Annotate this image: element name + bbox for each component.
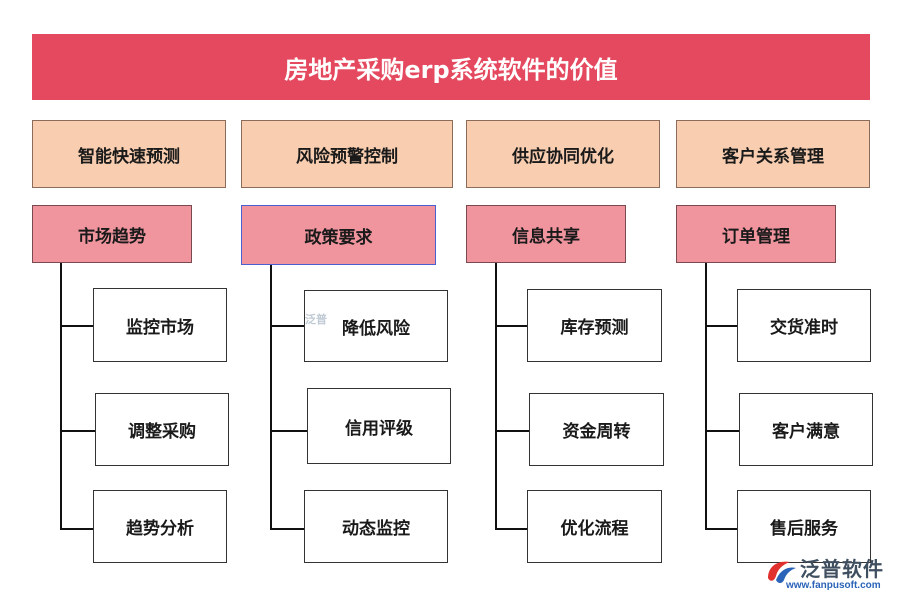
- category-box-2: 风险预警控制: [241, 120, 453, 188]
- leaf-box-1-1: 监控市场: [93, 288, 227, 362]
- diagram-title: 房地产采购erp系统软件的价值: [284, 55, 618, 84]
- category-box-1: 智能快速预测: [32, 120, 226, 188]
- category-box-4: 客户关系管理: [676, 120, 870, 188]
- connector-branch-4b: [705, 430, 739, 432]
- subcategory-box-1: 市场趋势: [32, 205, 192, 263]
- logo-name: 泛普软件: [800, 557, 884, 581]
- watermark-small: 泛普: [305, 313, 327, 326]
- leaf-box-3-3: 优化流程: [527, 490, 662, 563]
- connector-branch-3a: [495, 325, 527, 327]
- subcategory-box-2: 政策要求: [241, 205, 436, 265]
- connector-branch-1b: [60, 430, 95, 432]
- subcategory-box-3: 信息共享: [466, 205, 626, 263]
- connector-trunk-2: [270, 265, 272, 530]
- subcategory-box-4: 订单管理: [676, 205, 836, 263]
- leaf-box-1-2: 调整采购: [95, 393, 229, 466]
- brand-logo: 泛普软件 www.fanpusoft.com: [764, 552, 892, 596]
- connector-branch-3c: [495, 528, 527, 530]
- leaf-box-1-3: 趋势分析: [93, 490, 227, 563]
- leaf-box-4-2: 客户满意: [739, 393, 873, 466]
- connector-trunk-1: [60, 263, 62, 530]
- leaf-box-2-2: 信用评级: [307, 388, 451, 464]
- connector-branch-1a: [60, 325, 93, 327]
- connector-branch-2c: [270, 528, 304, 530]
- fanpu-logo-icon: [768, 561, 796, 583]
- leaf-box-2-3: 动态监控: [304, 490, 448, 563]
- connector-trunk-3: [495, 263, 497, 530]
- connector-branch-2a: [270, 325, 304, 327]
- connector-branch-4a: [705, 325, 737, 327]
- category-box-3: 供应协同优化: [466, 120, 660, 188]
- leaf-box-2-1: 降低风险: [304, 290, 448, 362]
- title-banner: 房地产采购erp系统软件的价值: [32, 34, 870, 100]
- logo-url: www.fanpusoft.com: [786, 580, 881, 591]
- connector-branch-3b: [495, 430, 529, 432]
- leaf-box-4-1: 交货准时: [737, 289, 871, 362]
- leaf-box-3-1: 库存预测: [527, 289, 662, 362]
- connector-branch-2b: [270, 430, 307, 432]
- leaf-box-3-2: 资金周转: [529, 393, 664, 466]
- connector-branch-4c: [705, 528, 737, 530]
- leaf-box-4-3: 售后服务: [737, 490, 871, 563]
- connector-trunk-4: [705, 263, 707, 530]
- connector-branch-1c: [60, 528, 93, 530]
